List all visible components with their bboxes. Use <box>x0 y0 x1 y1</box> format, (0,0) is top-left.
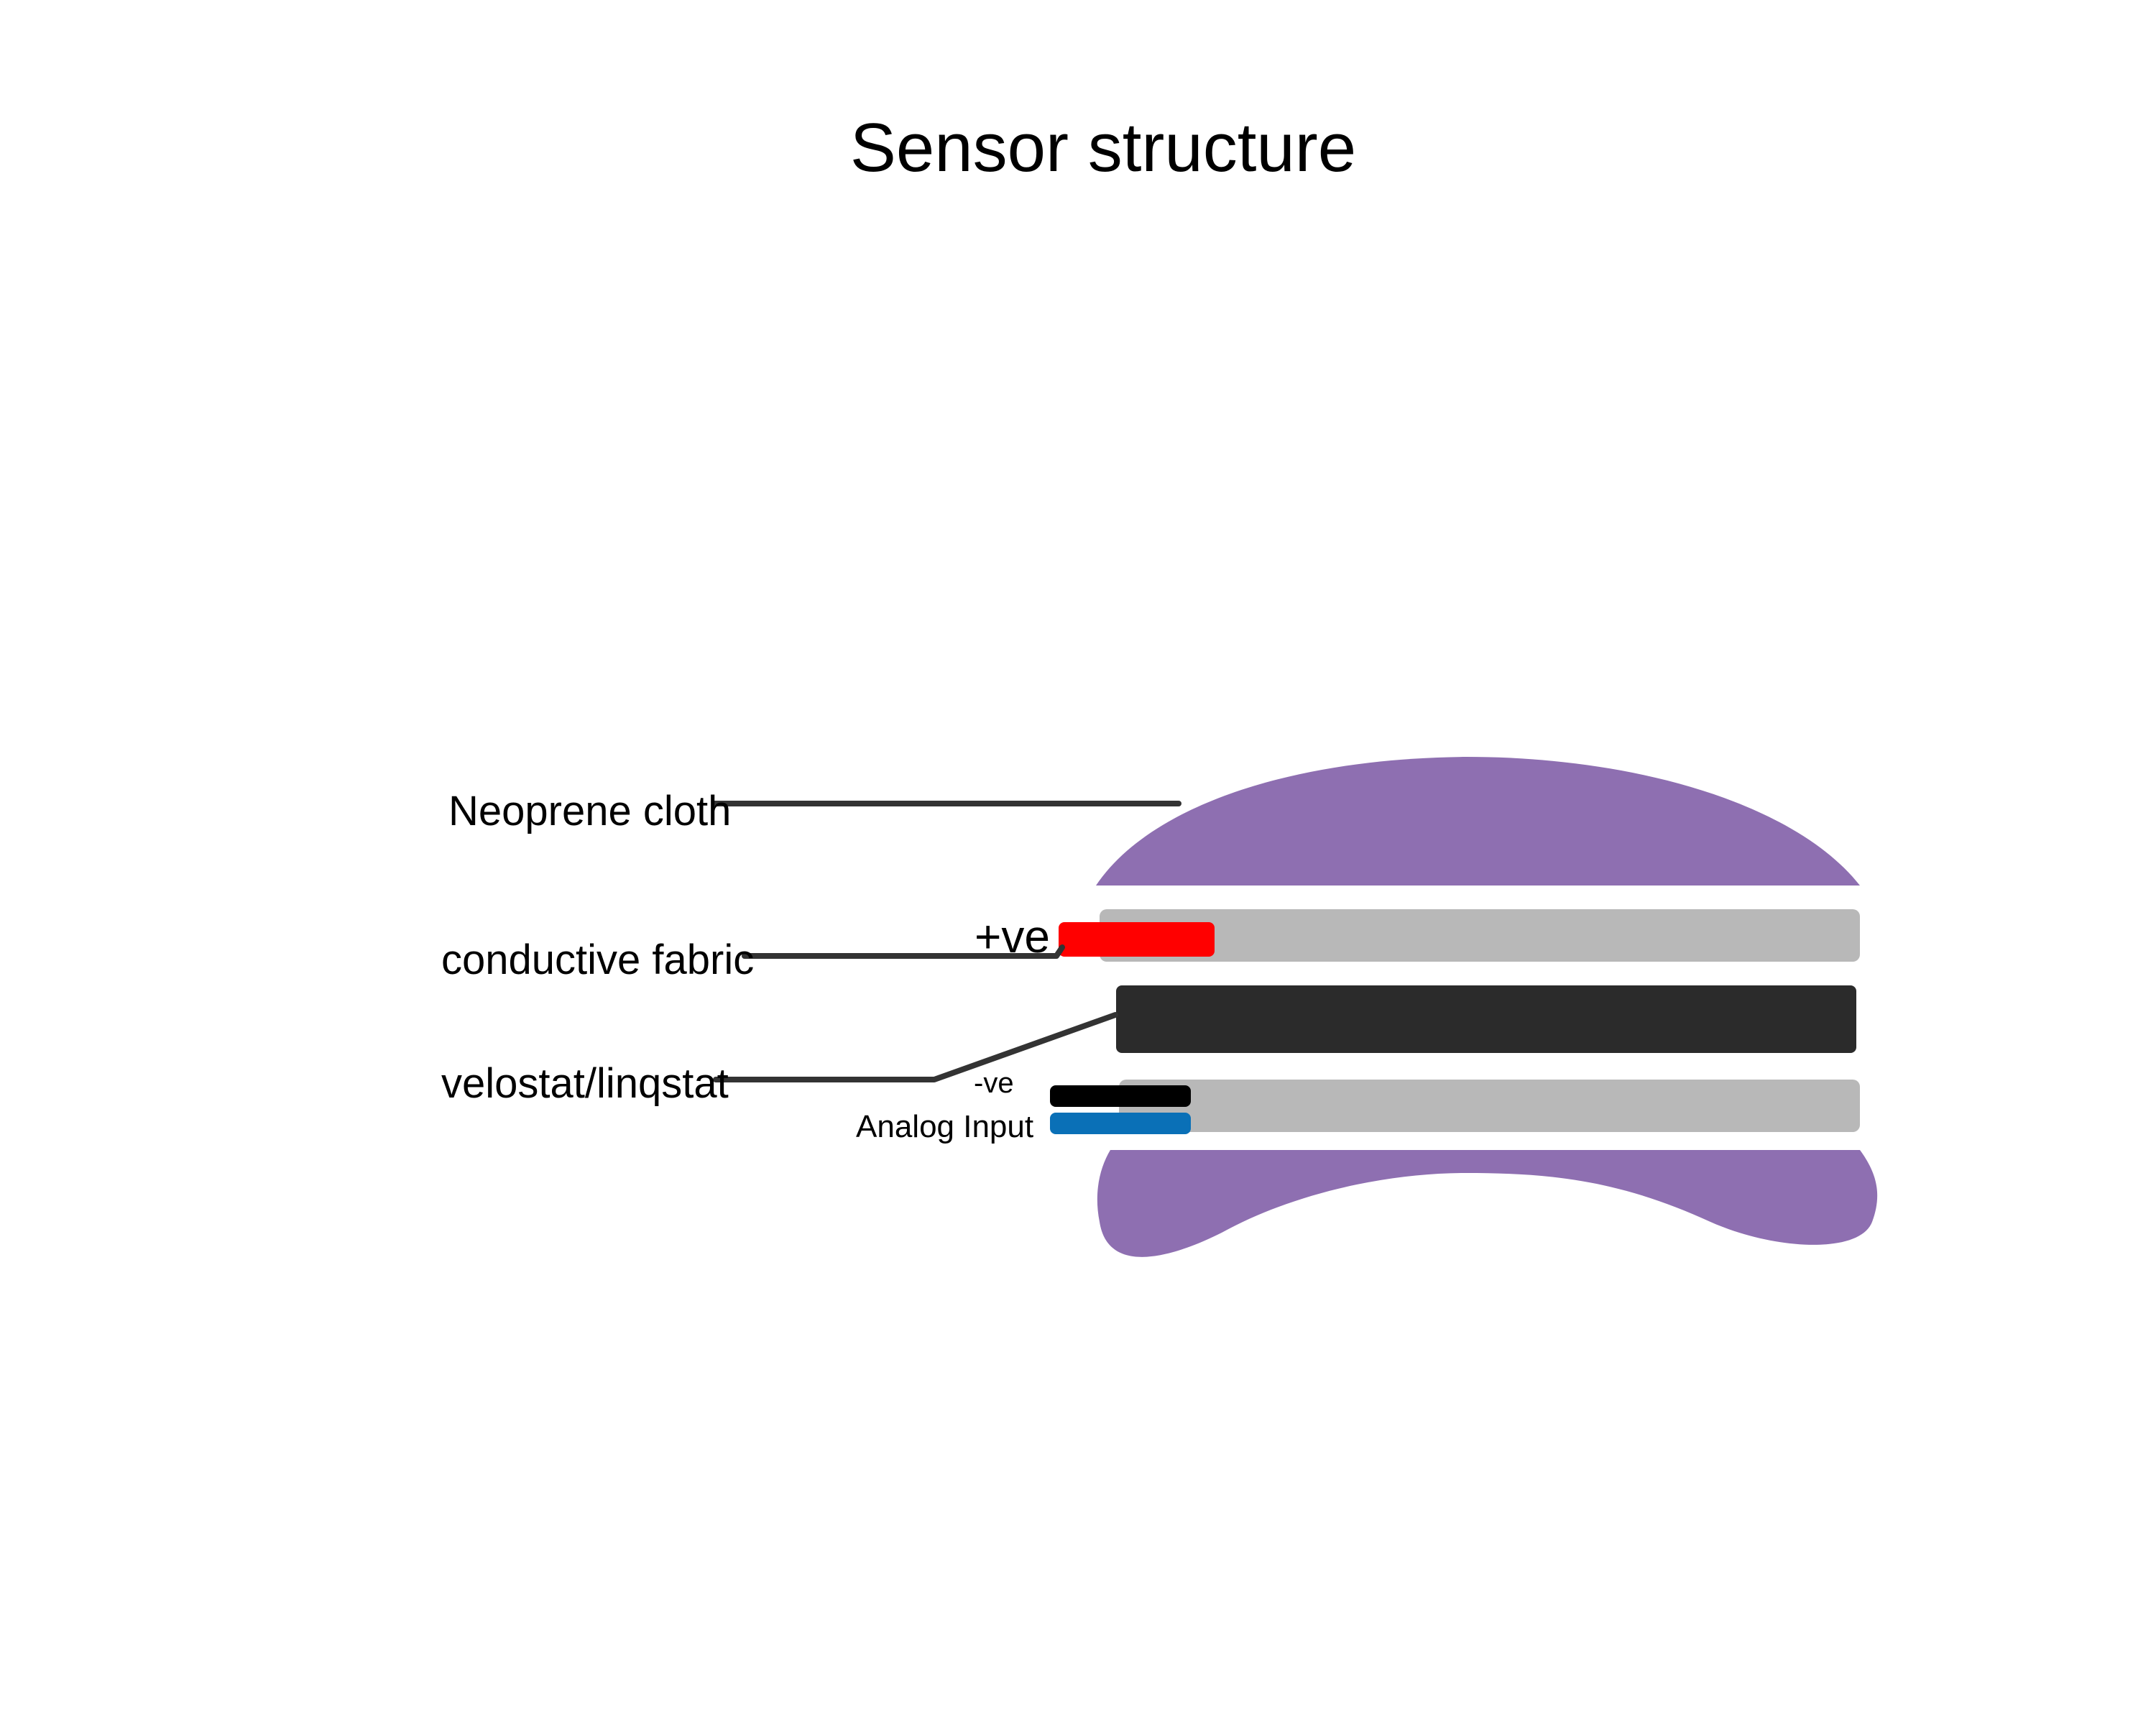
velostat-label: velostat/linqstat <box>441 1060 729 1107</box>
negative-wire <box>1050 1085 1191 1107</box>
velostat-layer <box>1116 985 1856 1053</box>
negative-terminal-label: -ve <box>974 1067 1014 1099</box>
neoprene-top-layer <box>1096 757 1860 886</box>
analog-input-wire <box>1050 1113 1191 1134</box>
velostat-leader-line <box>713 1012 1118 1082</box>
conductive-fabric-label: conductive fabric <box>441 937 754 983</box>
diagram-title: Sensor structure <box>850 109 1356 186</box>
positive-terminal-label: +ve <box>975 911 1050 962</box>
conductive-fabric-bottom-layer <box>1119 1080 1860 1132</box>
analog-input-label: Analog Input <box>856 1109 1033 1144</box>
positive-wire <box>1059 922 1215 957</box>
conductive-fabric-leader-line <box>742 944 1065 959</box>
neoprene-bottom-layer <box>1097 1150 1878 1257</box>
conductive-fabric-top-layer <box>1100 909 1860 962</box>
neoprene-cloth-label: Neoprene cloth <box>448 788 731 834</box>
